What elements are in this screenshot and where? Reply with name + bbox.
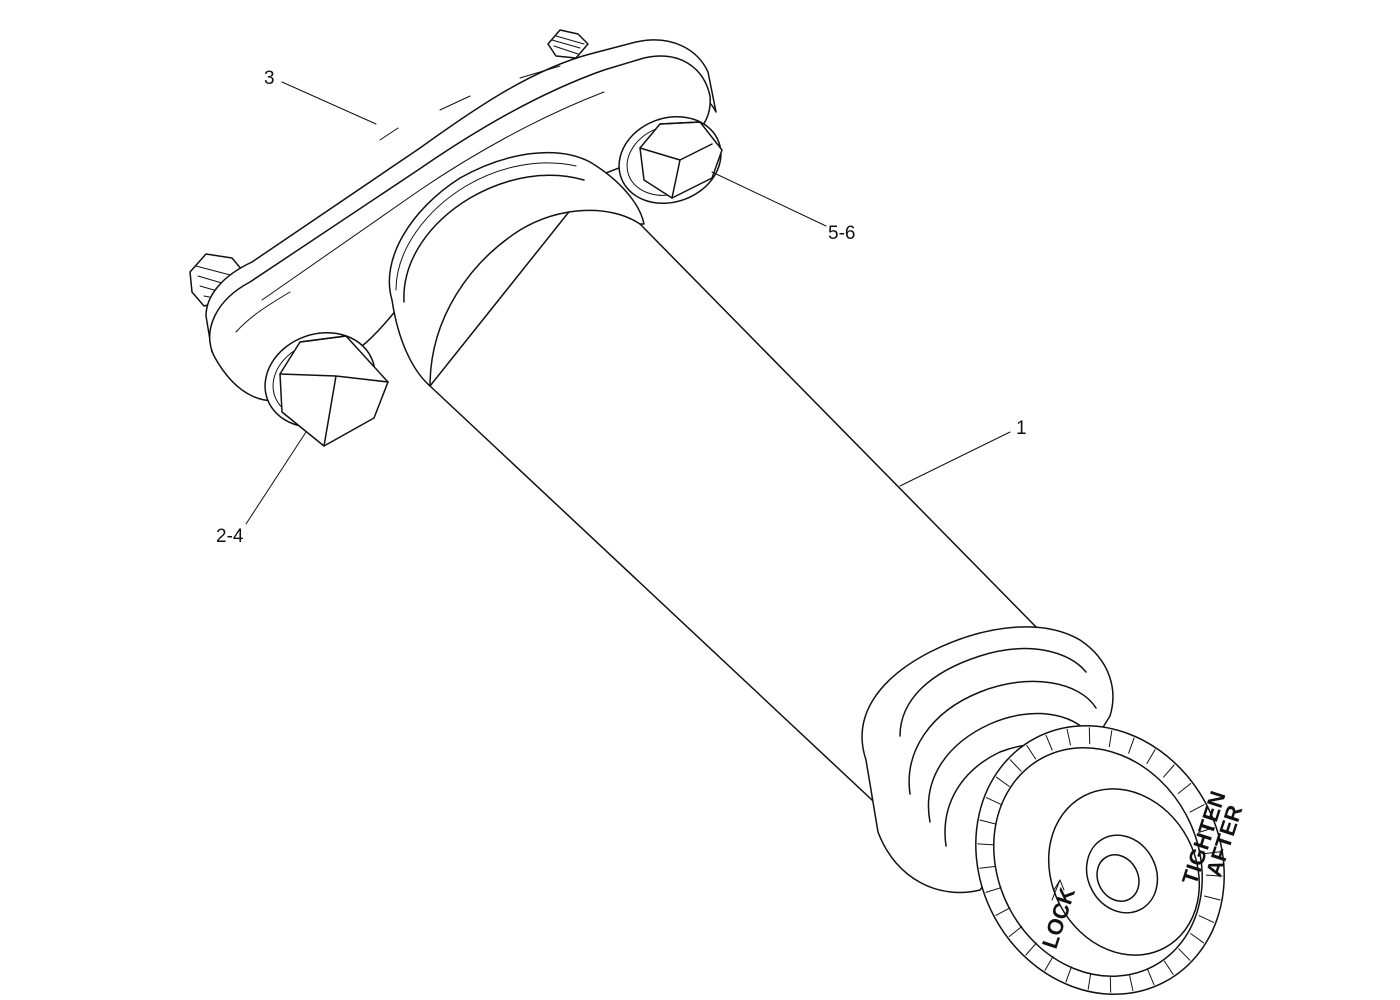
knurl-ridge — [1065, 966, 1072, 983]
callout-3: 3 — [264, 68, 275, 89]
knurl-ridge — [1178, 948, 1191, 961]
knurl-ridges — [977, 727, 1223, 993]
callout-1: 1 — [1016, 418, 1027, 439]
knurl-ridge — [995, 776, 1010, 787]
knurl-ridge — [1066, 728, 1071, 746]
callout-5-6: 5-6 — [828, 223, 855, 244]
bolt-upper — [618, 115, 723, 205]
knurled-knob: LOCK TIGHTEN AFTER — [975, 725, 1247, 995]
knurl-ridge — [1008, 926, 1023, 937]
knurl-ridge — [1203, 851, 1221, 855]
knurl-ridge — [1087, 972, 1092, 990]
callout-2-4: 2-4 — [216, 526, 244, 547]
knurl-ridge — [977, 843, 995, 846]
knurl-ridge — [1026, 745, 1037, 760]
knurl-ridge — [1177, 783, 1192, 794]
knurl-ridge — [1163, 764, 1175, 778]
knurl-ridge — [979, 865, 997, 869]
knurl-ridge — [1129, 974, 1134, 992]
bolt-lower — [264, 331, 389, 447]
knurl-ridge — [1204, 895, 1221, 901]
leader-lines — [245, 81, 1011, 525]
knurl-ridge — [1205, 874, 1223, 877]
knurl-ridge — [1128, 737, 1135, 754]
knurl-ridge — [1163, 960, 1174, 975]
knurl-ridge — [985, 797, 1002, 805]
knurl-ridge — [1045, 734, 1053, 751]
knurl-ridge — [1189, 804, 1205, 813]
knurl-ridge — [1190, 933, 1205, 944]
knurl-ridge — [1198, 915, 1215, 923]
knurl-ridge — [1044, 956, 1054, 971]
knurl-ridge — [985, 887, 1002, 893]
leader-line-1 — [899, 431, 1011, 487]
stud-upper — [547, 29, 589, 59]
knurl-ridge — [979, 819, 996, 825]
knurl-ridge — [1108, 730, 1113, 748]
leader-line-3 — [281, 81, 377, 125]
leader-line-2-4 — [245, 431, 307, 525]
cylinder-body — [388, 151, 1114, 894]
leader-line-5-6 — [711, 171, 827, 227]
knurl-ridge — [1198, 827, 1215, 833]
lock-arrow-icon — [1051, 879, 1065, 901]
knurl-ridge — [1147, 969, 1155, 986]
knurl-ridge — [1025, 942, 1037, 956]
knurl-ridge — [1146, 749, 1156, 764]
knurl-ridge — [995, 907, 1011, 916]
knurl-ridge — [1009, 759, 1022, 772]
